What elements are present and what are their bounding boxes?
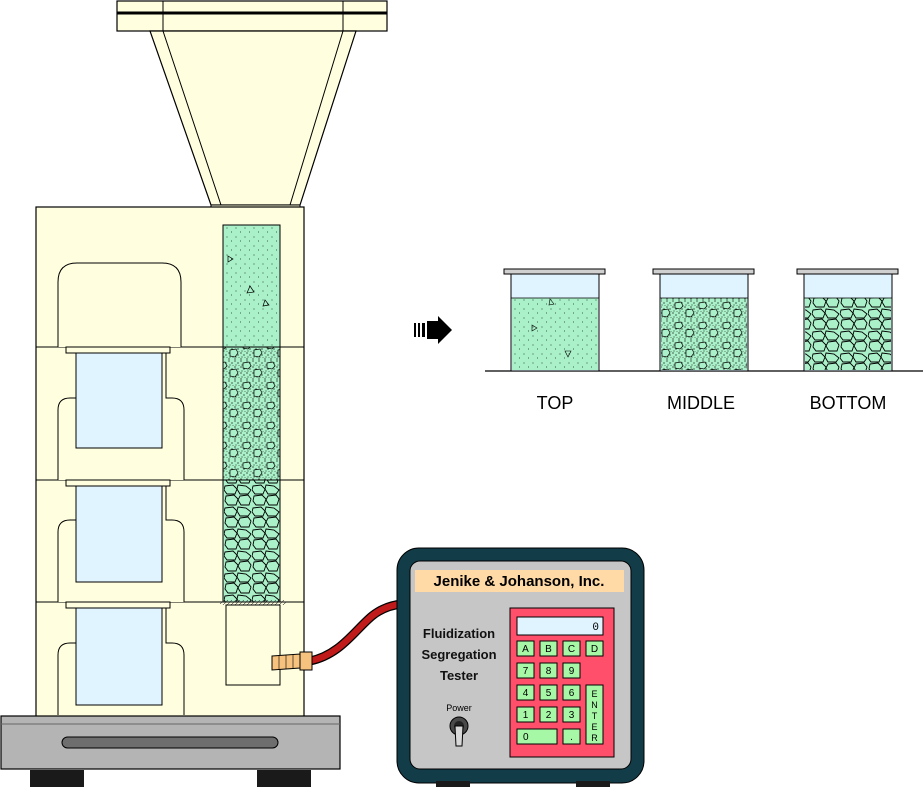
svg-text:8: 8 bbox=[546, 666, 552, 677]
svg-text:C: C bbox=[568, 644, 575, 655]
sample-cup-2 bbox=[75, 352, 163, 449]
key-4[interactable]: 4 bbox=[516, 684, 535, 701]
beaker-bottom bbox=[796, 268, 899, 372]
segregation-tester: Jenike & Johanson, Inc. Fluidization Seg… bbox=[396, 547, 645, 787]
svg-text:4: 4 bbox=[523, 688, 529, 699]
svg-text:9: 9 bbox=[569, 666, 575, 677]
key-1[interactable]: 1 bbox=[516, 706, 535, 723]
svg-text:0: 0 bbox=[523, 732, 529, 743]
key-9[interactable]: 9 bbox=[562, 662, 581, 679]
base-platform bbox=[0, 715, 341, 787]
svg-text:E: E bbox=[591, 722, 597, 732]
label-top: TOP bbox=[537, 393, 574, 413]
svg-text:E: E bbox=[591, 689, 597, 699]
company-name: Jenike & Johanson, Inc. bbox=[434, 573, 605, 590]
key-7[interactable]: 7 bbox=[516, 662, 535, 679]
key-8[interactable]: 8 bbox=[539, 662, 558, 679]
sample-cup-4 bbox=[75, 607, 163, 706]
power-label: Power bbox=[446, 703, 472, 713]
company-label-bg bbox=[415, 570, 624, 592]
svg-text:D: D bbox=[591, 644, 598, 655]
sample-cup-3 bbox=[75, 485, 163, 583]
svg-text:5: 5 bbox=[546, 688, 552, 699]
svg-text:R: R bbox=[591, 733, 598, 743]
key-0[interactable]: 0 bbox=[516, 728, 558, 745]
key-enter[interactable]: E N T E R bbox=[585, 684, 604, 745]
segregation-column bbox=[220, 224, 286, 686]
label-middle: MIDDLE bbox=[667, 393, 735, 413]
svg-text:T: T bbox=[592, 711, 598, 721]
key-2[interactable]: 2 bbox=[539, 706, 558, 723]
svg-text:2: 2 bbox=[546, 710, 552, 721]
tester-name-line-2: Segregation bbox=[421, 647, 496, 662]
svg-text:3: 3 bbox=[569, 710, 575, 721]
beaker-top bbox=[503, 268, 606, 372]
tester-name-line-3: Tester bbox=[440, 668, 478, 683]
key-d[interactable]: D bbox=[585, 640, 604, 657]
svg-text:6: 6 bbox=[569, 688, 575, 699]
svg-text:.: . bbox=[570, 732, 573, 743]
key-5[interactable]: 5 bbox=[539, 684, 558, 701]
beaker-middle bbox=[652, 268, 755, 372]
tester-name-line-1: Fluidization bbox=[423, 626, 495, 641]
base-slot bbox=[61, 736, 279, 749]
key-b[interactable]: B bbox=[539, 640, 558, 657]
svg-text:A: A bbox=[522, 644, 529, 655]
svg-text:7: 7 bbox=[523, 666, 529, 677]
key-c[interactable]: C bbox=[562, 640, 581, 657]
key-3[interactable]: 3 bbox=[562, 706, 581, 723]
feed-funnel bbox=[116, 0, 388, 226]
svg-text:1: 1 bbox=[523, 710, 529, 721]
key-dot[interactable]: . bbox=[562, 728, 581, 745]
keypad-display bbox=[516, 616, 604, 636]
key-a[interactable]: A bbox=[516, 640, 535, 657]
power-switch[interactable] bbox=[449, 716, 469, 747]
svg-text:B: B bbox=[545, 644, 552, 655]
display-value: 0 bbox=[592, 622, 599, 634]
svg-text:N: N bbox=[591, 700, 598, 710]
key-6[interactable]: 6 bbox=[562, 684, 581, 701]
label-bottom: BOTTOM bbox=[810, 393, 887, 413]
funnel-flange bbox=[116, 0, 388, 32]
right-arrow-icon bbox=[414, 316, 452, 344]
